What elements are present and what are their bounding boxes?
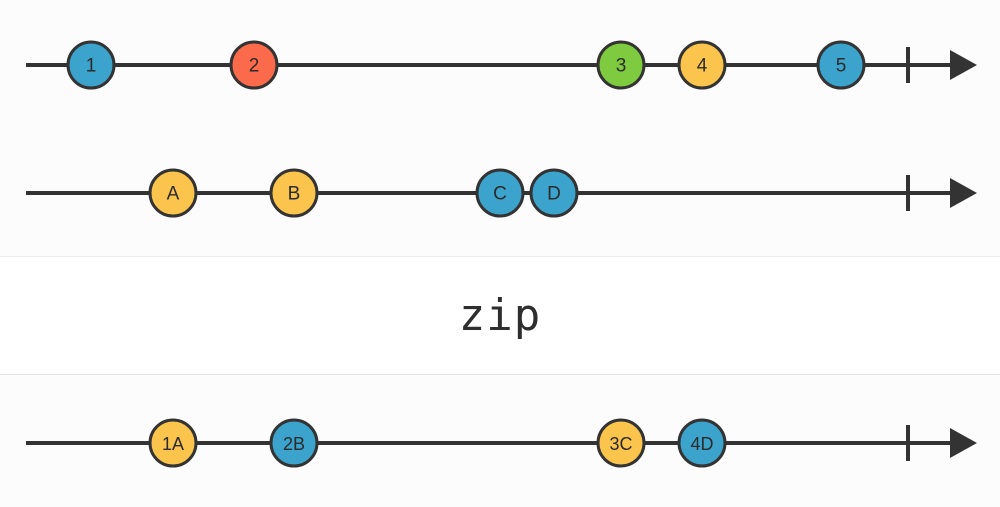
marble[interactable]: B xyxy=(269,168,319,218)
marble-circle[interactable] xyxy=(596,418,646,468)
marble-circle[interactable] xyxy=(529,168,579,218)
arrow-icon xyxy=(950,178,977,208)
operator-label: zip xyxy=(458,290,542,341)
marble[interactable]: 4 xyxy=(677,40,727,90)
marble[interactable]: D xyxy=(529,168,579,218)
marble-label: 2B xyxy=(283,434,305,454)
marble-label: D xyxy=(547,184,561,205)
marble[interactable]: 3 xyxy=(596,40,646,90)
marble-circle[interactable] xyxy=(269,168,319,218)
marble-label: 3C xyxy=(609,434,632,454)
marble-circle[interactable] xyxy=(596,40,646,90)
marble[interactable]: 2B xyxy=(269,418,319,468)
marble-label: 1A xyxy=(162,434,184,454)
operator-band xyxy=(0,256,1000,375)
timeline-source-2: A B C D xyxy=(26,168,977,218)
marble-label: 1 xyxy=(86,56,97,77)
marble-circle[interactable] xyxy=(677,418,727,468)
marble-circle[interactable] xyxy=(269,418,319,468)
marble-label: 4 xyxy=(697,56,708,77)
marble-label: 2 xyxy=(249,56,260,77)
marble[interactable]: C xyxy=(475,168,525,218)
marble[interactable]: 1A xyxy=(148,418,198,468)
marble-circle[interactable] xyxy=(148,418,198,468)
marble-circle[interactable] xyxy=(475,168,525,218)
marble[interactable]: A xyxy=(148,168,198,218)
marble-circle[interactable] xyxy=(677,40,727,90)
marble-label: B xyxy=(288,184,301,205)
marble-label: 4D xyxy=(690,434,713,454)
marble-circle[interactable] xyxy=(229,40,279,90)
marble[interactable]: 4D xyxy=(677,418,727,468)
marble-label: A xyxy=(167,184,180,205)
marble[interactable]: 5 xyxy=(816,40,866,90)
marble[interactable]: 2 xyxy=(229,40,279,90)
marble-circle[interactable] xyxy=(816,40,866,90)
marble[interactable]: 3C xyxy=(596,418,646,468)
marble-circle[interactable] xyxy=(66,40,116,90)
marble-circle[interactable] xyxy=(148,168,198,218)
marble-label: 5 xyxy=(836,56,847,77)
marble-label: 3 xyxy=(616,56,627,77)
timeline-output: 1A 2B 3C 4D xyxy=(26,418,977,468)
arrow-icon xyxy=(950,428,977,458)
timeline-source-1: 1 2 3 4 5 xyxy=(26,40,977,90)
marble-label: C xyxy=(493,184,507,205)
marble[interactable]: 1 xyxy=(66,40,116,90)
arrow-icon xyxy=(950,50,977,80)
